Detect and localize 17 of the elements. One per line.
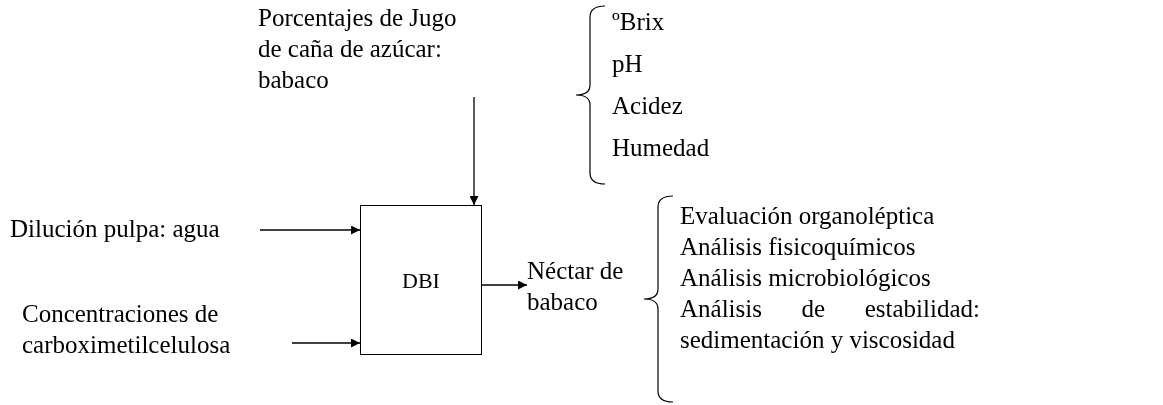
input-text: Néctar de babaco: [527, 255, 639, 321]
measured-variable: Humedad: [612, 133, 710, 163]
input-text: Porcentajes de Jugo de caña de azúcar: babaco: [258, 2, 482, 97]
arrow: [259, 225, 361, 235]
measured-variable: ºBrix: [612, 7, 666, 37]
analysis-item: Análisis de estabilidad: sedimentación y viscosidad: [680, 294, 980, 355]
analysis-item: Análisis fisicoquímicos: [680, 232, 917, 262]
process-box: DBI: [360, 205, 482, 355]
analysis-item: Análisis microbiológicos: [680, 263, 932, 293]
arrow: [291, 338, 361, 348]
arrow: [481, 280, 528, 290]
arrow: [469, 96, 479, 206]
input-text: Concentraciones de carboximetilcelulosa: [22, 298, 292, 364]
measured-variable: Acidez: [612, 91, 684, 121]
measured-variable: pH: [612, 49, 644, 79]
input-text: Dilución pulpa: agua: [10, 213, 260, 247]
analysis-item: Evaluación organoléptica: [680, 201, 936, 231]
